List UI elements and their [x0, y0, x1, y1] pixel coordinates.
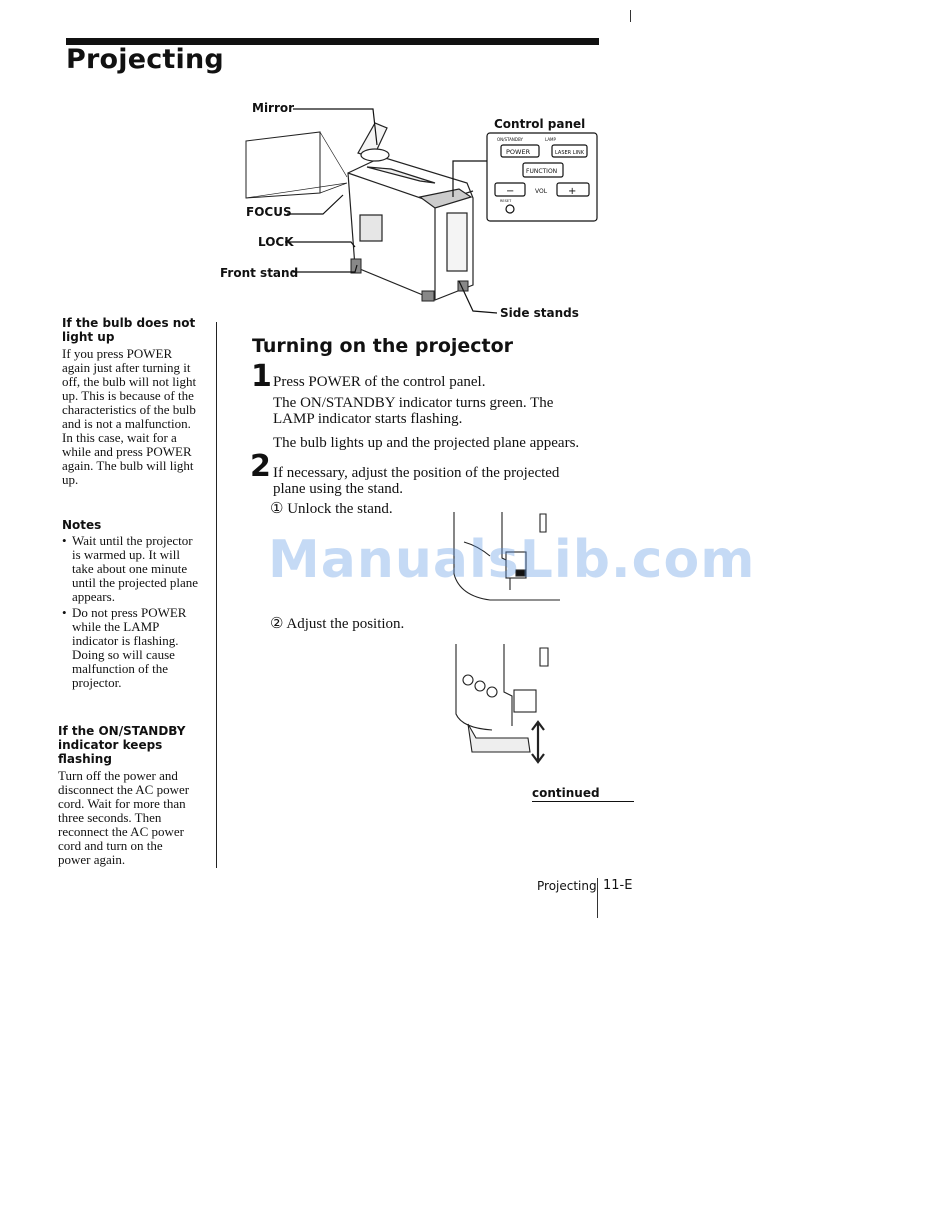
sub-step-1-marker: ① [270, 501, 284, 517]
footer-section: Projecting [537, 879, 597, 893]
panel-laser-link-button: LASER LINK [555, 150, 585, 156]
sidebar-bulb-heading: If the bulb does not light up [62, 316, 196, 344]
sidebar-notes-block: Notes Wait until the projector is warmed… [62, 518, 202, 692]
callout-focus: FOCUS [246, 205, 292, 219]
page-number: 11-E [603, 878, 633, 893]
step-1-line-1: Press POWER of the control panel. [273, 374, 486, 390]
sidebar-bulb-block: If the bulb does not light up If you pre… [62, 316, 202, 487]
notes-item: Wait until the projector is warmed up. I… [62, 534, 202, 604]
sidebar-bulb-text: If you press POWER again just after turn… [62, 346, 197, 487]
step-2-sub-1: ① Unlock the stand. [270, 499, 393, 518]
footer-divider [597, 878, 598, 918]
projector-body [347, 156, 474, 301]
callout-lock: LOCK [258, 235, 294, 249]
panel-onstandby-label: ON/STANDBY [497, 137, 523, 142]
panel-vol-label: VOL [535, 188, 548, 195]
notes-item: Do not press POWER while the LAMP indica… [62, 606, 202, 690]
panel-vol-plus: + [568, 186, 576, 197]
panel-lamp-label: LAMP [545, 137, 557, 142]
step-2-sub-2: ② Adjust the position. [270, 614, 404, 633]
callout-front-stand: Front stand [220, 266, 299, 280]
continued-rule [532, 801, 634, 802]
sidebar-divider [216, 322, 217, 868]
sidebar-notes-heading: Notes [62, 518, 102, 532]
step-1-line-2: The ON/STANDBY indicator turns green. Th… [273, 395, 554, 427]
sidebar-notes-list: Wait until the projector is warmed up. I… [62, 534, 202, 690]
leader-lines [285, 108, 498, 314]
sub-step-2-text: Adjust the position. [286, 616, 405, 632]
projector-diagram: ON/STANDBY LAMP POWER LASER LINK FUNCTIO… [245, 108, 598, 314]
sub-step-2-marker: ② [270, 616, 284, 632]
step-2-text: If necessary, adjust the position of the… [273, 465, 560, 497]
callout-side-stands: Side stands [500, 306, 579, 320]
step-1-number: 1 [251, 359, 272, 394]
stands [350, 258, 469, 302]
projection-screen [245, 131, 348, 199]
step-1-line-3: The bulb lights up and the projected pla… [273, 435, 580, 451]
sidebar-standby-block: If the ON/STANDBY indicator keeps flashi… [58, 724, 192, 867]
continued-label: continued [532, 786, 600, 800]
step-2-number: 2 [250, 449, 271, 484]
panel-reset-label: RESET [500, 199, 512, 203]
sub-step-1-text: Unlock the stand. [287, 501, 393, 517]
watermark: ManualsLib.com [268, 530, 756, 590]
title-rule [66, 38, 599, 45]
sidebar-standby-text: Turn off the power and disconnect the AC… [58, 768, 190, 867]
adjust-stand-illustration [455, 644, 549, 764]
margin-tick [630, 10, 631, 22]
panel-vol-minus: − [506, 186, 514, 197]
unlock-stand-illustration [453, 512, 560, 601]
section-title: Turning on the projector [252, 335, 514, 357]
panel-power-button: POWER [506, 148, 531, 156]
mirror [357, 122, 390, 162]
sidebar-standby-heading: If the ON/STANDBY indicator keeps flashi… [58, 724, 186, 766]
page-title: Projecting [66, 44, 224, 75]
control-panel-box [486, 132, 598, 222]
callout-mirror: Mirror [252, 101, 295, 115]
panel-function-button: FUNCTION [526, 168, 557, 175]
callout-control-panel: Control panel [494, 117, 586, 131]
